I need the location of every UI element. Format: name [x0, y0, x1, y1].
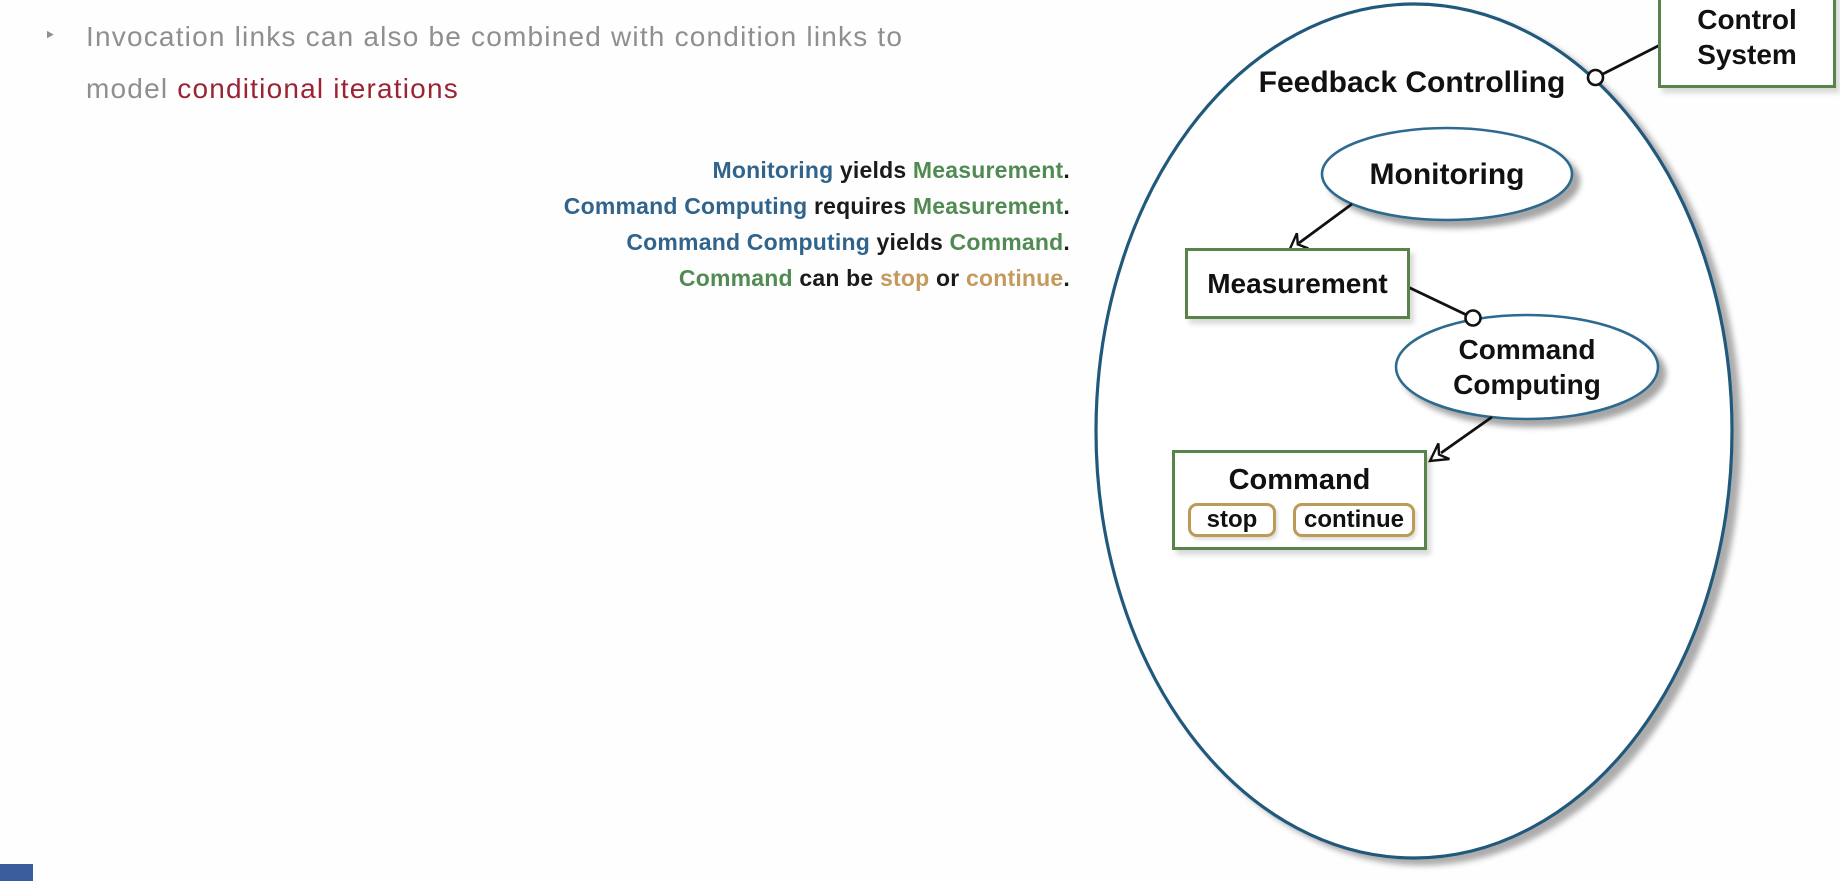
statement-period: .: [1063, 229, 1070, 255]
link-line-control-system: [1594, 42, 1663, 80]
statement-verb: requires: [807, 193, 913, 219]
continue-label: continue: [1304, 506, 1404, 533]
bullet-line2-highlight: conditional iterations: [177, 73, 459, 104]
statement-verb: can be: [792, 265, 881, 291]
statement-line: Command can be stop or continue.: [564, 260, 1070, 296]
statement-value: continue: [965, 265, 1064, 291]
statement-line: Command Computing requires Measurement.: [564, 188, 1070, 224]
arrowhead-icon: [1427, 442, 1450, 463]
outer-ellipse-feedback-controlling: [1094, 2, 1734, 860]
command-computing-label-line2: Computing: [1453, 369, 1601, 400]
statement-conjunction: or: [929, 265, 966, 291]
statement-period: .: [1063, 157, 1070, 183]
outer-ellipse-label: Feedback Controlling: [1258, 66, 1566, 99]
statement-entity: Command Computing: [563, 193, 808, 219]
control-system-label-line1: Control: [1697, 4, 1797, 35]
stop-label: stop: [1206, 506, 1258, 533]
statement-verb: yields: [869, 229, 950, 255]
slide-footer-logo-fragment: [0, 864, 33, 881]
arrow-monitoring-to-measurement: [1298, 202, 1353, 245]
statement-value: stop: [880, 265, 930, 291]
command-box: Command stop continue: [1172, 450, 1427, 550]
command-label: Command: [1228, 464, 1371, 496]
link-port-circle: [1464, 309, 1482, 327]
statement-verb: yields: [833, 157, 913, 183]
statement-entity: Monitoring: [712, 157, 834, 183]
statement-entity: Command: [678, 265, 793, 291]
continue-value-chip: continue: [1293, 503, 1415, 537]
measurement-label: Measurement: [1207, 267, 1388, 299]
bullet-triangle-icon: ‣: [44, 25, 56, 47]
measurement-box: Measurement: [1185, 248, 1410, 319]
statement-period: .: [1063, 193, 1070, 219]
link-line-measurement-command-computing: [1407, 285, 1474, 320]
statement-line: Command Computing yields Command.: [564, 224, 1070, 260]
stop-value-chip: stop: [1188, 503, 1276, 537]
statement-entity: Command: [949, 229, 1064, 255]
monitoring-label: Monitoring: [1369, 158, 1525, 191]
bullet-text: Invocation links can also be combined wi…: [86, 11, 1046, 115]
command-computing-label: Command Computing: [1397, 332, 1657, 402]
statement-block: Monitoring yields Measurement. Command C…: [564, 152, 1070, 296]
link-port-circle: [1586, 68, 1605, 87]
statement-line: Monitoring yields Measurement.: [564, 152, 1070, 188]
monitoring-ellipse: [1320, 126, 1574, 222]
bullet-line1: Invocation links can also be combined wi…: [86, 21, 904, 52]
control-system-box: Control System: [1658, 0, 1836, 88]
statement-period: .: [1063, 265, 1070, 291]
statement-entity: Measurement: [912, 193, 1064, 219]
statement-entity: Measurement: [912, 157, 1064, 183]
command-computing-label-line1: Command: [1458, 334, 1596, 365]
statement-entity: Command Computing: [626, 229, 870, 255]
arrow-command-computing-to-command: [1440, 415, 1493, 455]
control-system-label-line2: System: [1697, 39, 1797, 70]
command-computing-ellipse: [1394, 313, 1660, 421]
bullet-line2-prefix: model: [86, 73, 178, 104]
